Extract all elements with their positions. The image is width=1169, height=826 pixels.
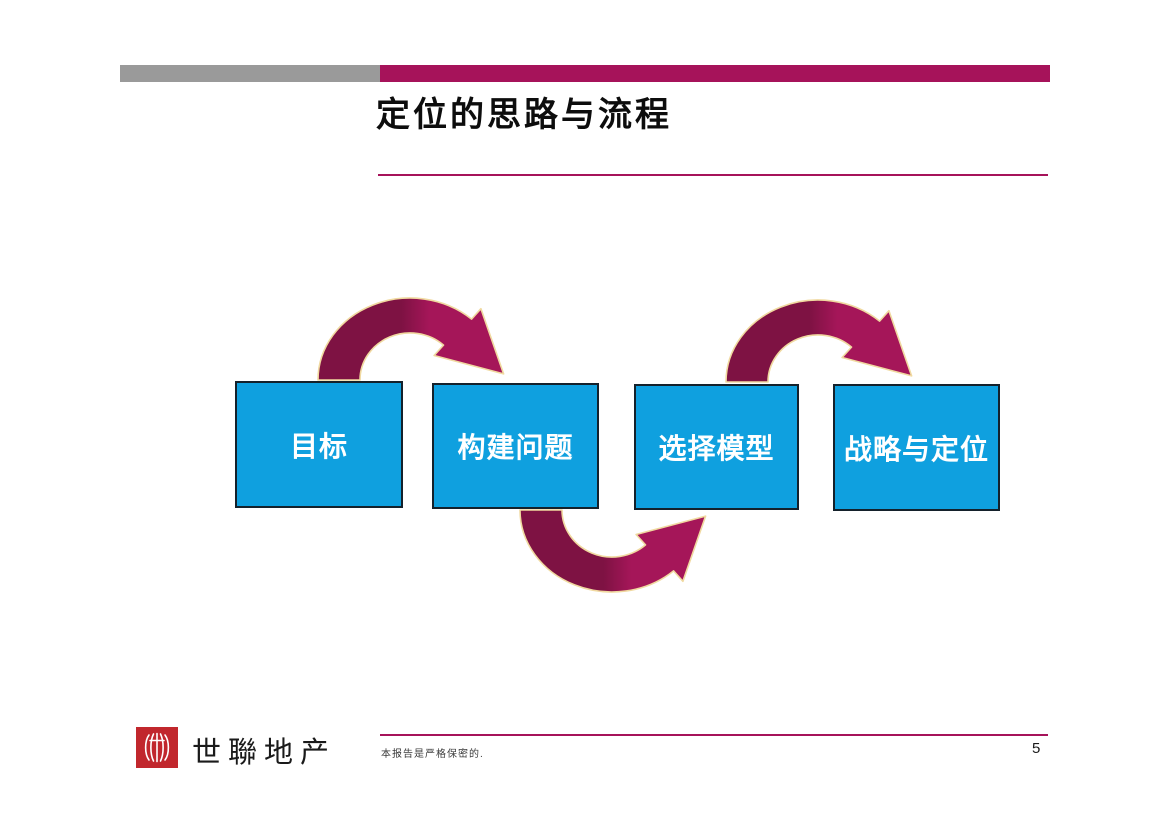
title-underline [378,174,1048,176]
header-bar-gray-segment [120,65,380,82]
flow-step-model: 选择模型 [634,384,799,510]
flow-step-goal-label: 目标 [289,430,348,462]
page-title: 定位的思路与流程 [376,96,672,134]
company-name: 世聯地产 [192,737,337,769]
flow-step-strategy-label: 战略与定位 [843,433,989,465]
confidentiality-note: 本报告是严格保密的. [381,749,484,760]
flow-step-problem: 构建问题 [432,383,599,509]
flow-step-goal: 目标 [235,381,403,508]
world-union-logo-icon [136,727,178,768]
flow-step-problem-label: 构建问题 [457,432,574,463]
flow-step-model-label: 选择模型 [658,433,775,464]
flow-step-strategy: 战略与定位 [833,384,1000,511]
page-number: 5 [1032,740,1041,757]
arrow-model-to-strategy-icon [725,299,913,383]
arrow-goal-to-problem-icon [317,297,505,381]
header-bar-accent-segment [380,65,1050,82]
arrow-problem-to-model-icon [519,509,707,593]
footer-divider [380,734,1048,736]
